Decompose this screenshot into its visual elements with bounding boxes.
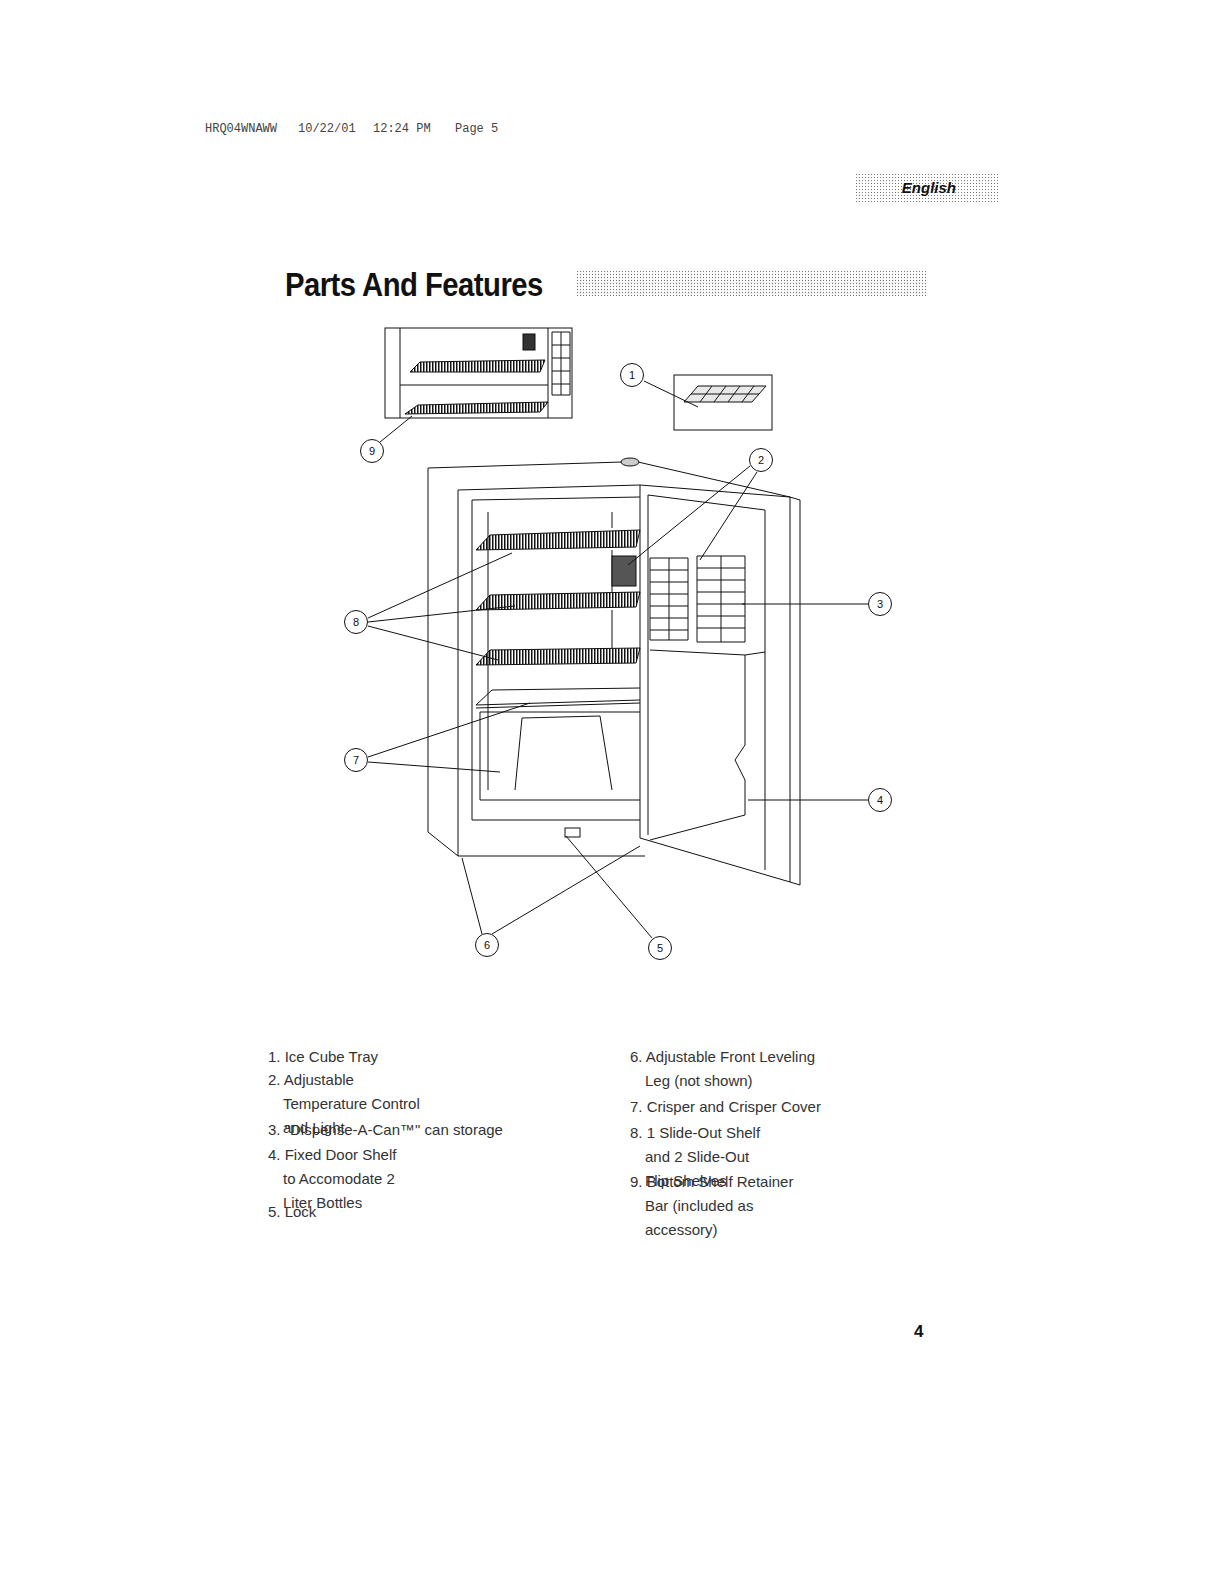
callout-number-text: 6 [475, 933, 499, 957]
leader-line [644, 381, 698, 407]
can-grid [697, 556, 745, 642]
crisper-cover [476, 688, 640, 708]
callout-number-text: 4 [868, 788, 892, 812]
part-list-item: 1. Ice Cube Tray [268, 1045, 378, 1069]
callout-number: 5 [648, 936, 672, 960]
inset-can-grid [552, 332, 570, 395]
language-badge: English [855, 173, 1000, 203]
door-bottle-shelf [650, 650, 765, 840]
cabinet-side [428, 468, 645, 856]
cabinet-top [428, 462, 790, 497]
leader-line [742, 604, 868, 605]
callout-number-text: 3 [868, 592, 892, 616]
callout-circle-outline [345, 749, 368, 772]
inset-liner [400, 328, 548, 418]
ice-tray-cells [691, 386, 759, 402]
inset-frame [385, 328, 572, 418]
callout-number: 1 [620, 363, 644, 387]
door [640, 485, 800, 885]
title-band [575, 271, 928, 296]
can-grid [650, 558, 688, 640]
part-list-item: 9. Bottom Shelf Retainer Bar (included a… [630, 1170, 808, 1242]
door-liner [648, 495, 790, 882]
header-page: Page 5 [455, 122, 498, 136]
callout-number-text: 7 [344, 748, 368, 772]
part-list-item: 5. Lock [268, 1200, 316, 1224]
leader-line [748, 800, 868, 801]
header-time: 12:24 PM [373, 122, 431, 136]
page-title: Parts And Features [285, 266, 543, 302]
part-list-item: 6. Adjustable Front Leveling Leg (not sh… [630, 1045, 833, 1093]
header-date: 10/22/01 [298, 122, 356, 136]
callout-number-text: 9 [360, 439, 384, 463]
part-list-item: 3. "Dispense-A-Can™" can storage [268, 1118, 503, 1142]
inset-view [385, 328, 572, 418]
cabinet-front [458, 485, 640, 490]
callout-circle-outline [345, 611, 368, 634]
page-number: 4 [914, 1322, 923, 1342]
leader-line [566, 836, 652, 938]
callout-circle-outline [869, 789, 892, 812]
inset-retainer-bar [405, 402, 548, 414]
callout-circle-outline [361, 440, 384, 463]
callout-number-text: 5 [648, 936, 672, 960]
crisper-drawer [480, 712, 640, 800]
leader-lines [368, 381, 868, 938]
shelf [476, 648, 640, 665]
callout-number: 2 [749, 448, 773, 472]
callout-circle-outline [621, 364, 644, 387]
callout-number: 8 [344, 610, 368, 634]
inset-control [523, 334, 535, 350]
callout-number: 6 [475, 933, 499, 957]
ice-tray [684, 386, 766, 402]
callout-number-text: 2 [749, 448, 773, 472]
cabinet-base [472, 800, 640, 820]
leader-line [462, 846, 640, 934]
callout-number: 4 [868, 788, 892, 812]
callout-circle-outline [649, 937, 672, 960]
callout-circle-outline [869, 593, 892, 616]
temperature-control [612, 556, 636, 586]
callout-number: 3 [868, 592, 892, 616]
leader-line [628, 466, 757, 565]
callout-circle-outline [476, 934, 499, 957]
callout-circle-outline [750, 449, 773, 472]
callout-number-text: 8 [344, 610, 368, 634]
header-code: HRQ04WNAWW [205, 122, 277, 136]
hinge [621, 458, 639, 466]
callout-number: 7 [344, 748, 368, 772]
part-list-item: 7. Crisper and Crisper Cover [630, 1095, 821, 1119]
inset-shelf [410, 360, 545, 372]
leader-line [368, 703, 530, 772]
leader-line [380, 416, 412, 442]
leader-line [368, 553, 515, 660]
callout-number: 9 [360, 439, 384, 463]
language-label: English [855, 173, 1000, 203]
refrigerator [428, 458, 800, 885]
shelf [476, 530, 640, 550]
lock [565, 828, 580, 837]
callout-number-text: 1 [620, 363, 644, 387]
